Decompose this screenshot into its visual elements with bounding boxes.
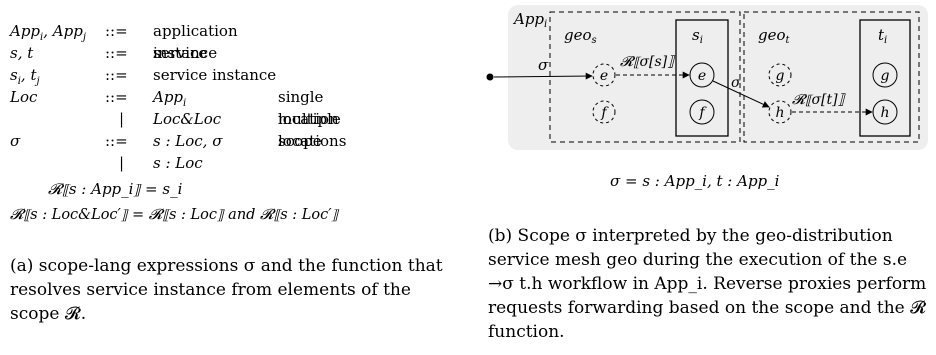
app-instance-box [508,5,928,150]
grammar-op: | [119,110,125,128]
endpoint-e-label: e [698,68,706,84]
grammar-rhs: s : Loc [153,154,203,172]
resolve-equation-multiple: 𝓡⟦s : Loc&Loc′⟧ = 𝓡⟦s : Loc⟧ and 𝓡⟦s : L… [10,207,339,223]
grammar-desc: scope [278,132,322,150]
left-panel: Appi, Appj ::= application instance s, t… [10,22,443,324]
grammar-op: ::= [105,22,128,40]
grammar-op: ::= [105,44,128,62]
proxy-f-label: f [600,105,609,121]
geo-s-label: geos [564,26,597,46]
right-panel: Appi geos geot si ti e f g h e f g h σ σ… [480,0,936,355]
endpoint-h-label: h [880,105,889,121]
service-instance-t-box [859,19,911,137]
service-instance-s-box [675,19,729,137]
grammar-rhs: service [153,44,208,62]
grammar-lhs: Appi, Appj [10,22,86,43]
grammar-lhs: Loc [10,88,38,106]
app-label: Appi [512,10,547,30]
endpoint-f-node [689,99,715,125]
grammar-op: ::= [105,88,128,106]
geo-t-box [743,11,920,143]
grammar-rhs: s : Loc, σ [153,132,223,150]
grammar-rhs: service instance [153,66,277,84]
caption-b: (b) Scope σ interpreted by the geo-distr… [488,226,927,342]
call-arrow [712,80,770,108]
endpoint-h-node [872,99,898,125]
proxy-e-node [592,63,616,87]
proxy-h-node [768,100,792,124]
service-mesh-diagram: Appi geos geot si ti e f g h e f g h σ σ… [486,5,928,150]
proxy-h-label: h [775,105,784,121]
proxy-f-node [592,100,616,124]
geo-s-box [549,11,741,143]
grammar-desc: single location [278,88,339,128]
sigma-mid-label: σ [731,75,741,91]
grammar-op: | [119,154,125,172]
grammar-lhs: σ [10,132,21,150]
proxy-g-node [768,63,792,87]
service-s-label: si [692,26,703,46]
grammar-desc: multiple locations [278,110,347,150]
caption-a: (a) scope-lang expressions σ and the fun… [10,256,443,324]
service-t-label: ti [878,26,887,46]
grammar-rhs: Appi [153,88,187,109]
scope-equation: σ = s : App_i, t : App_i [610,172,780,190]
grammar-op: ::= [105,132,128,150]
endpoint-f-label: f [698,105,707,121]
grammar-rhs: Loc&Loc [153,110,222,128]
resolve-equation-single: 𝓡⟦s : App_i⟧ = s_i [48,180,183,198]
endpoint-e-node [689,62,715,88]
resolve-t-label: 𝓡⟦σ[t]⟧ [792,92,847,108]
grammar-lhs: s, t [10,44,34,62]
endpoint-g-label: g [881,68,890,84]
entry-point [486,73,494,81]
proxy-g-label: g [776,68,785,84]
resolve-s-label: 𝓡⟦σ[s]⟧ [620,54,676,70]
proxy-e-label: e [600,68,608,84]
sigma-entry-label: σ [538,56,549,74]
grammar-rhs: application instance [153,22,238,62]
entry-arrow [493,72,593,80]
endpoint-g-node [872,62,898,88]
grammar-op: ::= [105,66,128,84]
geo-t-label: geot [758,26,791,46]
grammar-lhs: si, tj [10,66,40,87]
